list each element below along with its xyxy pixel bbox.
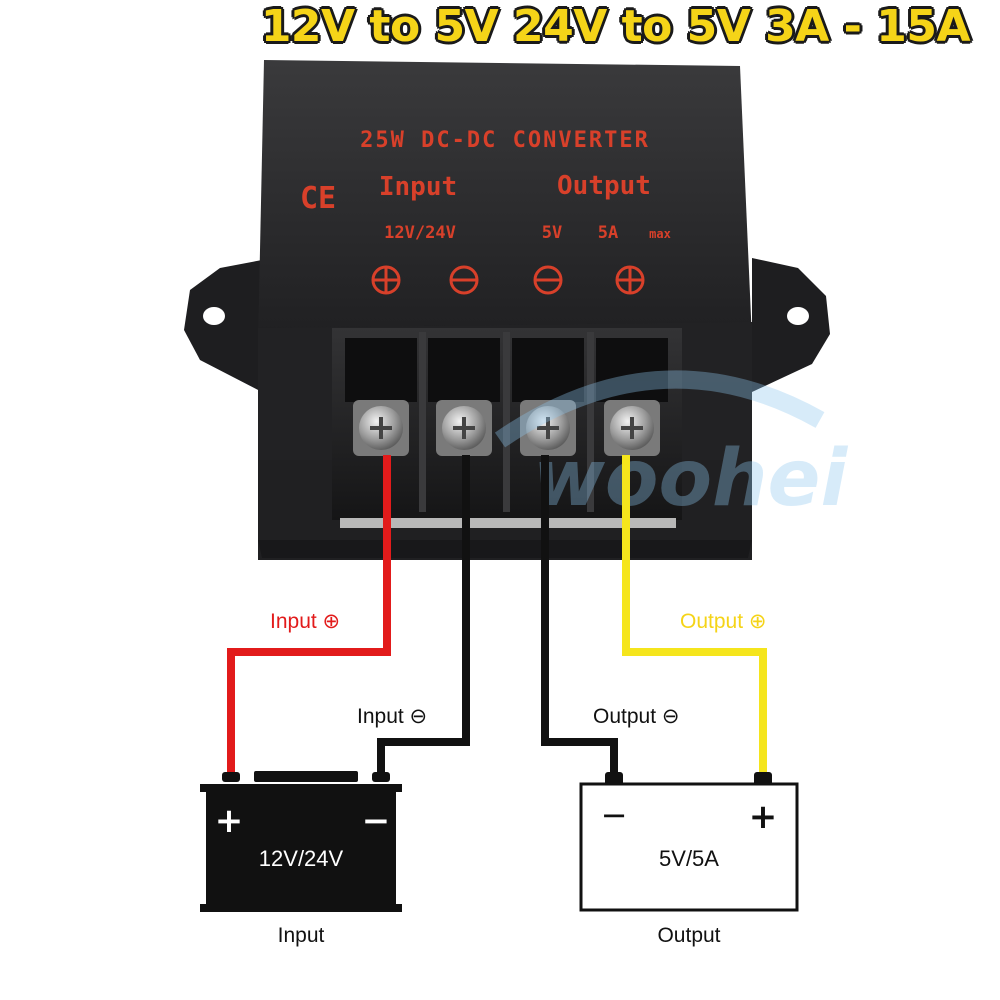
output-current-label: 5A (598, 223, 618, 243)
svg-text:woohei: woohei (533, 434, 849, 524)
input-heading: Input (379, 172, 457, 202)
minus-circle-icon (449, 265, 479, 295)
terminal-screw-input-pos (353, 400, 409, 456)
output-voltage-label: 5V (542, 223, 562, 243)
output-negative-label: Output ⊖ (593, 705, 679, 728)
wire-output-negative (541, 455, 618, 778)
wire-input-negative (377, 455, 470, 775)
terminal-screw-input-neg (436, 400, 492, 456)
output-caption: Output (657, 924, 720, 947)
output-positive-label: Output ⊕ (680, 610, 766, 633)
mount-hole-icon (203, 307, 225, 325)
wire-output-positive (622, 455, 767, 778)
load-plus-sign: + (749, 797, 778, 837)
input-battery: + − 12V/24V (200, 771, 402, 912)
terminal-screw-output-neg (520, 400, 576, 456)
input-negative-label: Input ⊖ (357, 705, 427, 728)
plus-circle-icon (371, 265, 401, 295)
output-heading: Output (557, 171, 651, 201)
power-rating-label: 25W DC-DC CONVERTER (360, 128, 650, 153)
plus-circle-icon (615, 265, 645, 295)
output-load: − + 5V/5A (579, 772, 799, 912)
mounting-flange-left (184, 260, 262, 392)
minus-circle-icon (533, 265, 563, 295)
terminal-screw-output-pos (604, 400, 660, 456)
battery-voltage-label: 12V/24V (259, 846, 344, 871)
output-current-suffix: max (649, 227, 671, 241)
watermark: woohei (494, 370, 849, 524)
input-voltage-label: 12V/24V (384, 223, 456, 243)
mounting-flange-right (752, 258, 830, 392)
mount-hole-icon (787, 307, 809, 325)
input-positive-label: Input ⊕ (270, 610, 340, 633)
load-rating-label: 5V/5A (659, 846, 719, 871)
ce-mark: CE (300, 181, 336, 216)
battery-plus-sign: + (215, 801, 244, 841)
wire-input-positive (227, 455, 391, 775)
battery-minus-sign: − (362, 801, 391, 841)
headline-title: 12V to 5V 24V to 5V 3A - 15A (260, 1, 971, 52)
input-caption: Input (278, 924, 325, 947)
load-minus-sign: − (601, 796, 628, 834)
